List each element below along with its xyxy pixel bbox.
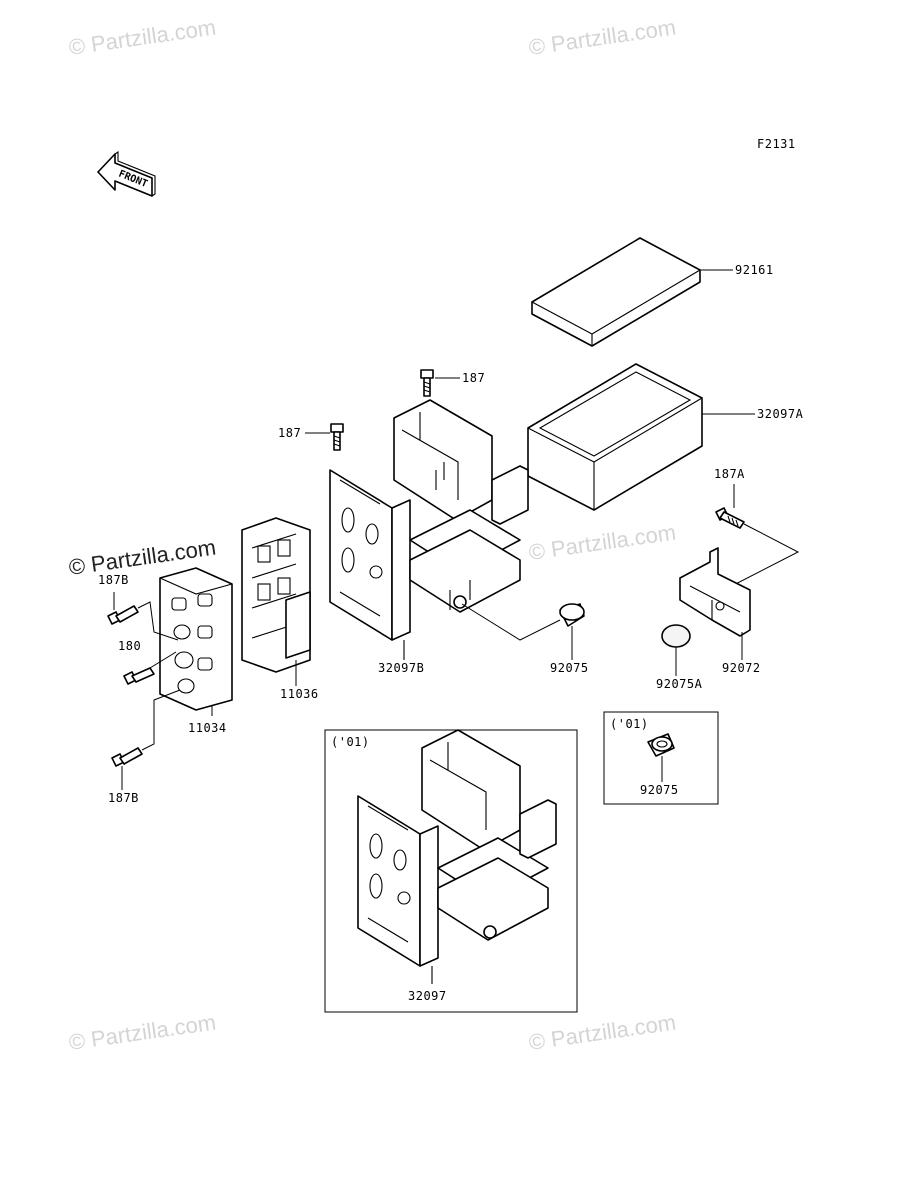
diagram-code: F2131	[757, 137, 796, 151]
bolt-187-top-icon	[420, 369, 434, 397]
grommet-92075-icon	[559, 603, 585, 627]
label-11036: 11036	[280, 687, 319, 701]
bolt-187A-icon	[715, 507, 745, 529]
label-187B-top: 187B	[98, 573, 129, 587]
bracket-92072	[679, 547, 751, 637]
label-187A: 187A	[714, 467, 745, 481]
label-92072: 92072	[722, 661, 761, 675]
label-32097A: 32097A	[757, 407, 804, 421]
watermark-bottom-right: © Partzilla.com	[527, 1010, 677, 1055]
label-92075: 92075	[550, 661, 589, 675]
inset-box-32097	[324, 729, 578, 1013]
inset-box-92075	[603, 711, 719, 805]
battery-pad-92161	[531, 237, 701, 347]
plate-11034	[159, 567, 233, 711]
watermark-top-right: © Partzilla.com	[527, 15, 677, 60]
label-187B-bottom: 187B	[108, 791, 139, 805]
label-92075-inset: 92075	[640, 783, 679, 797]
label-92161: 92161	[735, 263, 774, 277]
label-92075A: 92075A	[656, 677, 703, 691]
label-180: 180	[118, 639, 141, 653]
front-arrow-icon: FRONT	[97, 150, 156, 197]
label-32097B: 32097B	[378, 661, 424, 675]
label-187-left: 187	[278, 426, 301, 440]
battery-bracket-32097	[357, 729, 557, 984]
watermark-mid-right: © Partzilla.com	[527, 520, 677, 565]
inset-label-32097: ('01)	[331, 735, 370, 749]
bolt-180-icon	[123, 667, 155, 685]
bolt-187-left-icon	[330, 423, 344, 451]
label-32097: 32097	[408, 989, 447, 1003]
label-187-top: 187	[462, 371, 485, 385]
bolt-187B-top-icon	[107, 605, 139, 625]
watermark-bottom-left: © Partzilla.com	[67, 1010, 217, 1055]
watermark-top-left: © Partzilla.com	[67, 15, 217, 60]
label-11034: 11034	[188, 721, 227, 735]
bolt-187B-bottom-icon	[111, 747, 143, 767]
grommet-92075-inset-icon	[647, 733, 675, 757]
inset-label-92075: ('01)	[610, 717, 649, 731]
battery-bracket-32097B	[329, 399, 529, 660]
cap-92075A-icon	[661, 624, 691, 648]
battery-case-32097A	[527, 363, 703, 511]
insulator-11036	[241, 517, 311, 673]
